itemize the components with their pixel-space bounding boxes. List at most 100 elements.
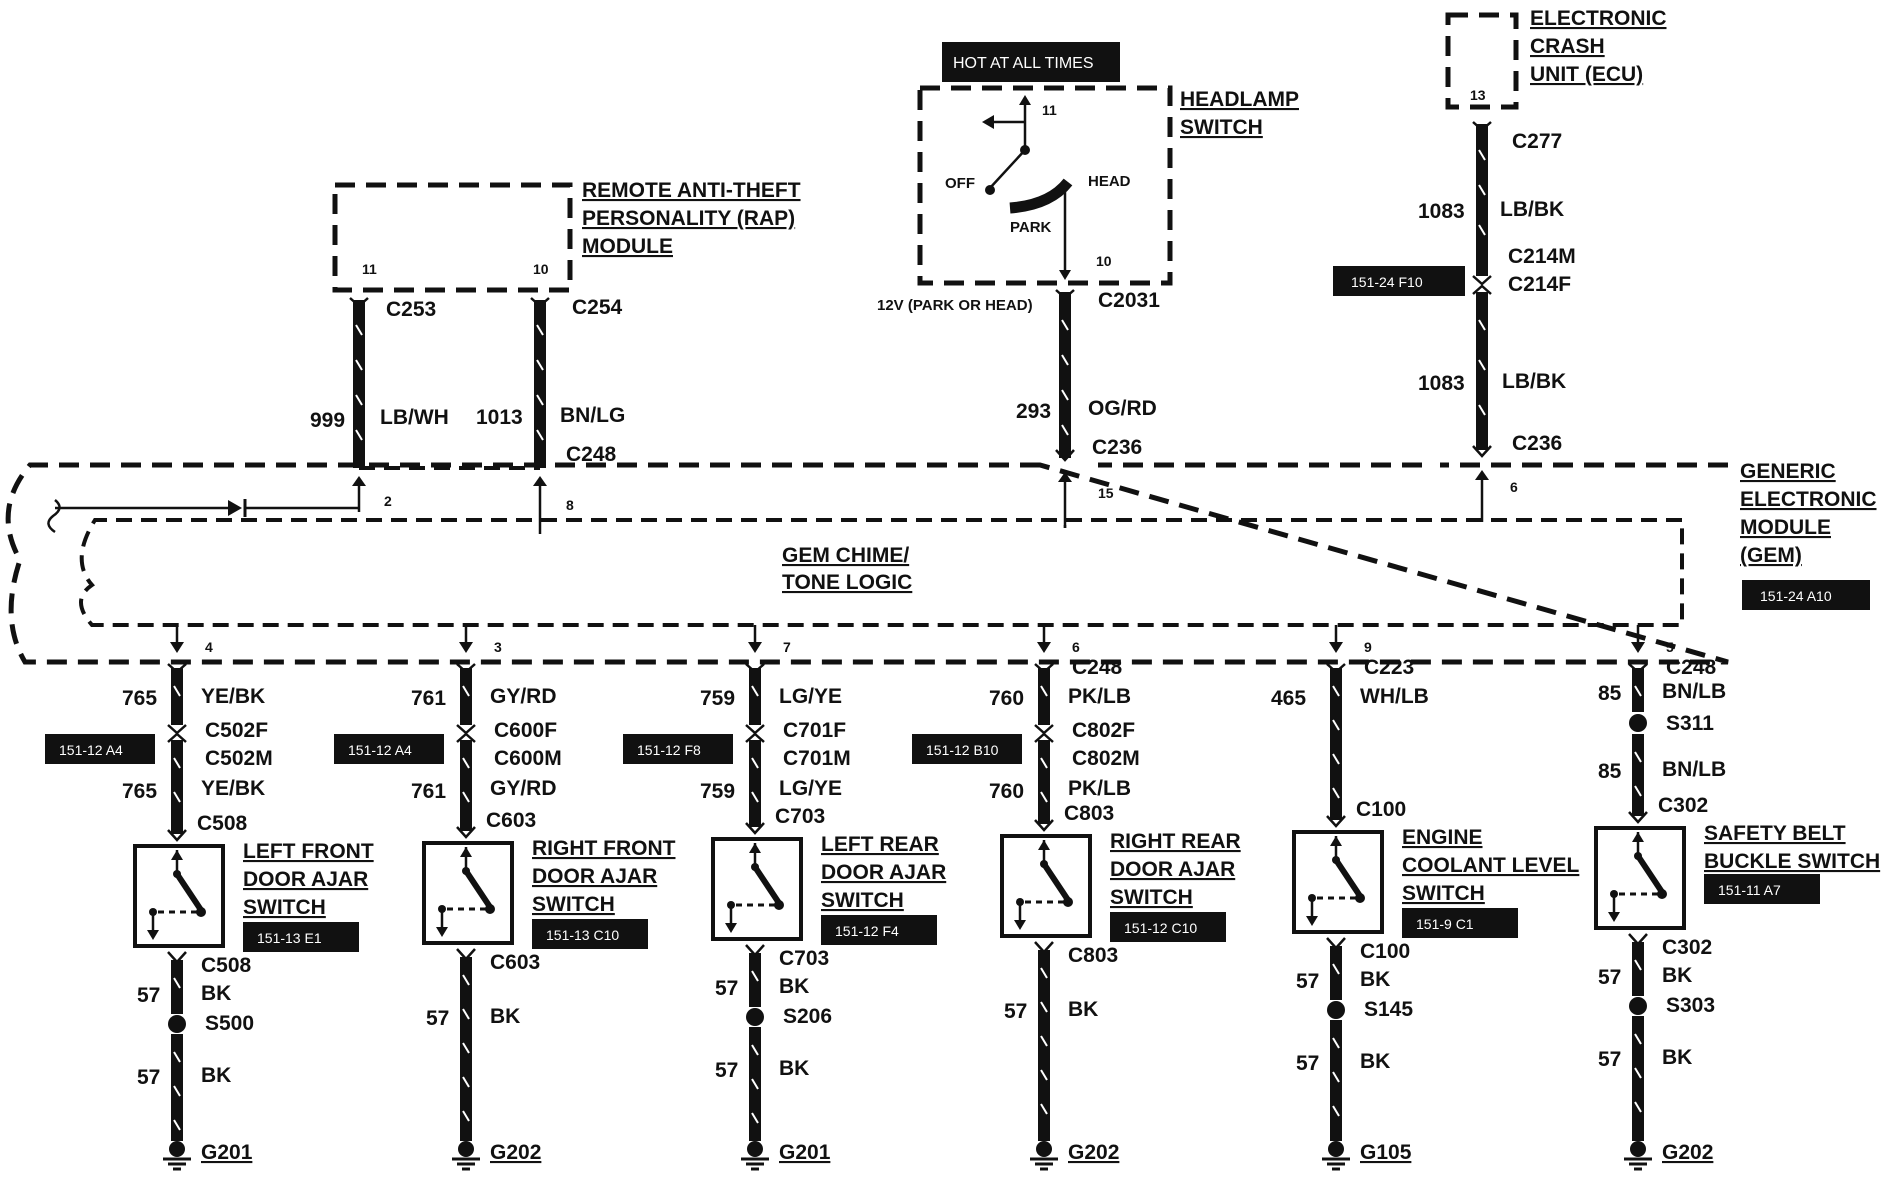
switch-title-line2: BUCKLE SWITCH	[1704, 850, 1880, 873]
switch-title-line3: SWITCH	[1402, 882, 1485, 905]
conn-m: C600M	[494, 747, 562, 770]
color-bn-lg: BN/LG	[560, 404, 625, 427]
conn-c2031: C2031	[1098, 289, 1160, 312]
switch-connector-bottom: C302	[1662, 936, 1712, 959]
ground-icon	[1322, 1141, 1350, 1171]
color-og-rd: OG/RD	[1088, 397, 1157, 420]
ground-circuit-lower: 57	[137, 1066, 160, 1089]
ground-color-lower: BK	[779, 1057, 809, 1080]
circuit-upper: 759	[700, 687, 735, 710]
switch-box	[1594, 826, 1686, 930]
gem-title-line4: (GEM)	[1740, 544, 1802, 567]
gem-pin-5: 5	[1666, 639, 1674, 655]
ref-tag: 151-12 F8	[637, 742, 701, 758]
ground-circuit-upper: 57	[715, 977, 738, 1000]
color-upper: YE/BK	[201, 685, 265, 708]
color-lower: YE/BK	[201, 777, 265, 800]
ground-color-lower: BK	[1360, 1050, 1390, 1073]
gem-logic-line1: GEM CHIME/	[782, 544, 909, 567]
label-head: HEAD	[1088, 173, 1131, 190]
switch-box	[422, 841, 514, 945]
circuit-upper: 765	[122, 687, 157, 710]
switch-ref-tag: 151-12 C10	[1124, 920, 1197, 936]
splice-label: S303	[1666, 994, 1715, 1017]
switch-ref-tag: 151-9 C1	[1416, 916, 1474, 932]
circuit-lower: 760	[989, 780, 1024, 803]
headlamp-title-line1: HEADLAMP	[1180, 88, 1299, 111]
switch-title-line1: LEFT FRONT	[243, 840, 374, 863]
switch-title-line2: DOOR AJAR	[532, 865, 657, 888]
switch-ref-tag: 151-12 F4	[835, 923, 899, 939]
ground-circuit: 57	[1004, 1000, 1027, 1023]
ground-icon	[741, 1141, 769, 1171]
ground-icon	[452, 1141, 480, 1171]
conn-m: C802M	[1072, 747, 1140, 770]
circuit-upper: 465	[1271, 687, 1306, 710]
conn-top: C248	[1072, 656, 1123, 679]
switch-title-line1: LEFT REAR	[821, 833, 939, 856]
hot-at-all-times-label: HOT AT ALL TIMES	[953, 55, 1094, 72]
circuit-lower: 765	[122, 780, 157, 803]
ground-circuit-lower: 57	[1598, 1048, 1621, 1071]
circuit-lower: 759	[700, 780, 735, 803]
ref-tag: 151-12 A4	[348, 742, 412, 758]
conn-c236-headlamp: C236	[1092, 436, 1142, 459]
circuit-upper: 760	[989, 687, 1024, 710]
ecu-title-line3: UNIT (ECU)	[1530, 63, 1643, 86]
splice-dot	[1629, 997, 1647, 1015]
gem-title-line2: ELECTRONIC	[1740, 488, 1877, 511]
gem-module: GEM CHIME/ TONE LOGIC GENERIC ELECTRONIC…	[5, 460, 1877, 665]
switch-connector-bottom: C803	[1068, 944, 1118, 967]
headlamp-wire: 12V (PARK OR HEAD) C2031 293 OG/RD C236 …	[877, 289, 1160, 528]
ground-icon	[1624, 1141, 1652, 1171]
color-lower: LG/YE	[779, 777, 842, 800]
conn-c236-ecu: C236	[1512, 432, 1562, 455]
gem-pin-9: 9	[1364, 639, 1372, 655]
switch-connector-top: C100	[1356, 798, 1406, 821]
gem-pin-2: 2	[384, 493, 392, 509]
rap-wire-b: C254 1013 BN/LG C248 8	[476, 296, 625, 532]
circuit-999: 999	[310, 409, 345, 432]
switch-title-line2: DOOR AJAR	[1110, 858, 1235, 881]
ref-151-24-a10: 151-24 A10	[1760, 588, 1832, 604]
switch-connector-top: C302	[1658, 794, 1708, 817]
gem-pin-8: 8	[566, 497, 574, 513]
gem-pin-4: 4	[205, 639, 213, 655]
ground-color-lower: BK	[1662, 1046, 1692, 1069]
splice-dot	[1629, 714, 1647, 732]
circuit-lower: 761	[411, 780, 446, 803]
gem-logic-line2: TONE LOGIC	[782, 571, 912, 594]
color-lb-bk-upper: LB/BK	[1500, 198, 1564, 221]
conn-f: C802F	[1072, 719, 1135, 742]
splice-dot	[168, 1015, 186, 1033]
ecu-title-line1: ELECTRONIC	[1530, 7, 1667, 30]
switch-ref-tag: 151-13 C10	[546, 927, 619, 943]
color-lb-wh: LB/WH	[380, 406, 449, 429]
headlamp-title-line2: SWITCH	[1180, 116, 1263, 139]
conn-f: C701F	[783, 719, 846, 742]
ref-tag: 151-12 A4	[59, 742, 123, 758]
switch-title-line1: SAFETY BELT	[1704, 822, 1846, 845]
switch-title-line3: SWITCH	[1110, 886, 1193, 909]
color-upper: WH/LB	[1360, 685, 1429, 708]
ground-color-upper: BK	[1662, 964, 1692, 987]
gem-pin-6: 6	[1072, 639, 1080, 655]
ground-color-upper: BK	[1360, 968, 1390, 991]
switch-title-line3: SWITCH	[532, 893, 615, 916]
conn-c254: C254	[572, 296, 623, 319]
color-upper: LG/YE	[779, 685, 842, 708]
color-upper: PK/LB	[1068, 685, 1131, 708]
ground-circuit-lower: 57	[1296, 1052, 1319, 1075]
ground-color-upper: BK	[201, 982, 231, 1005]
color-lower: GY/RD	[490, 777, 557, 800]
switch-connector-bottom: C703	[779, 947, 829, 970]
ground-circuit-upper: 57	[1598, 966, 1621, 989]
conn-f: C502F	[205, 719, 268, 742]
color-lower: PK/LB	[1068, 777, 1131, 800]
